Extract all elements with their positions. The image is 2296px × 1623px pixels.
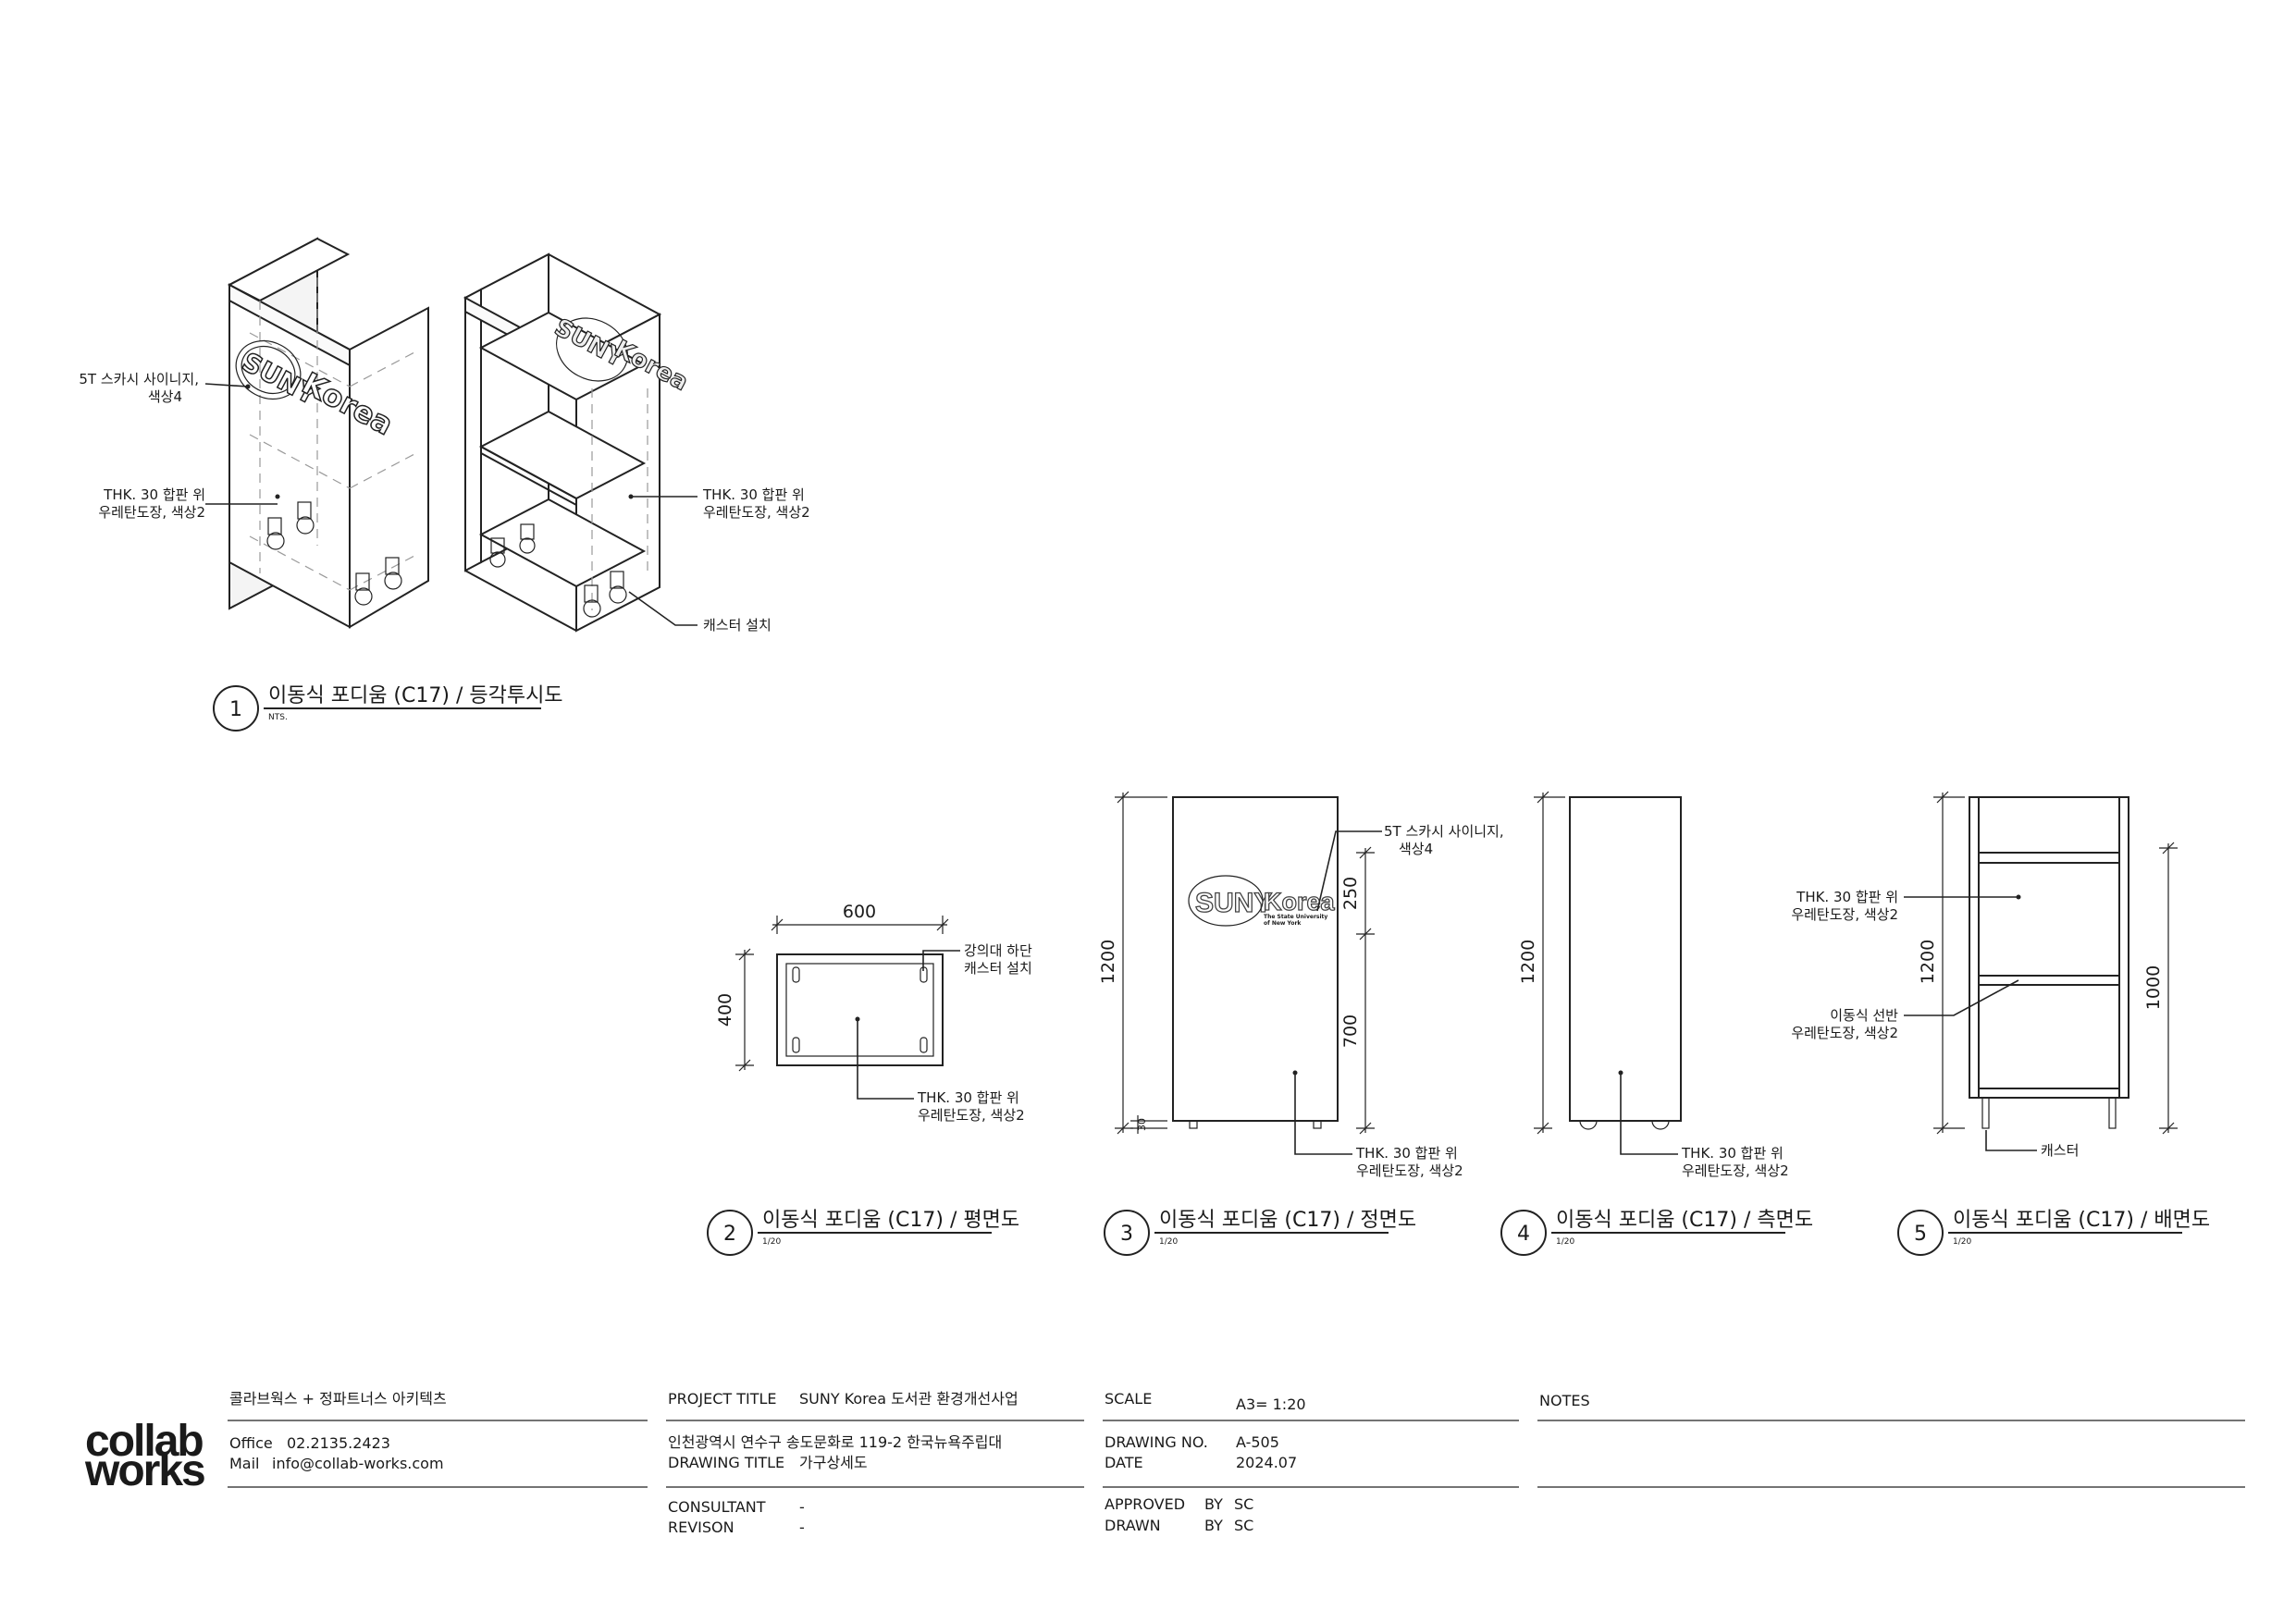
plan-view: 600 400 강의대 하단 캐스터 설치 THK. 30 합판 위 우레탄도장… xyxy=(707,902,1032,1256)
side-height-dim: 1200 xyxy=(1518,940,1538,984)
view-title-5: 이동식 포디움 (C17) / 배면도 xyxy=(1953,1209,2210,1232)
iso-plywood-left-note-2: 우레탄도장, 색상2 xyxy=(98,504,205,521)
view-scale-3: 1/20 xyxy=(1159,1237,1178,1247)
view-title-1: 이동식 포디움 (C17) / 등각투시도 xyxy=(268,684,563,707)
rear-shelf-note-1: 이동식 선반 xyxy=(1830,1007,1898,1024)
drawing-title-value: 가구상세도 xyxy=(799,1454,868,1471)
revision-value: - xyxy=(799,1518,805,1536)
front-logo-sub-2: of New York xyxy=(1264,920,1302,927)
iso-view: SUNY Korea xyxy=(79,237,810,732)
project-address: 인천광역시 연수구 송도문화로 119-2 한국뉴욕주립대 xyxy=(668,1433,1002,1451)
view-number-3: 3 xyxy=(1120,1223,1133,1246)
mail-label: Mail xyxy=(229,1455,260,1472)
project-title-label: PROJECT TITLE xyxy=(668,1390,777,1408)
rear-plywood-note-1: THK. 30 합판 위 xyxy=(1796,889,1898,905)
rear-shelf-note-2: 우레탄도장, 색상2 xyxy=(1791,1025,1898,1041)
view-number-2: 2 xyxy=(723,1223,736,1246)
plan-width-dim: 600 xyxy=(843,902,876,922)
front-signage-note-1: 5T 스카시 사이니지, xyxy=(1384,823,1504,840)
rear-shelf-dim: 1000 xyxy=(2143,965,2164,1010)
plan-caster-note-1: 강의대 하단 xyxy=(964,942,1032,959)
front-height-dim: 1200 xyxy=(1098,940,1118,984)
rear-plywood-note-2: 우레탄도장, 색상2 xyxy=(1791,906,1898,923)
approved-by: BY xyxy=(1204,1495,1223,1513)
drawn-value: SC xyxy=(1234,1517,1253,1534)
view-title-3: 이동식 포디움 (C17) / 정면도 xyxy=(1159,1209,1416,1232)
firm-name: 콜라브웍스 + 정파트너스 아키텍츠 xyxy=(229,1390,447,1408)
iso-plywood-right-note-1: THK. 30 합판 위 xyxy=(702,486,805,503)
office-label: Office xyxy=(229,1434,273,1452)
view-title-2: 이동식 포디움 (C17) / 평면도 xyxy=(762,1209,1019,1232)
approved-label: APPROVED xyxy=(1105,1495,1185,1513)
view-scale-1: NTS. xyxy=(268,713,288,722)
front-base-dim: 30 xyxy=(1136,1118,1148,1131)
brand-logo-line-1: collab xyxy=(85,1417,203,1466)
view-number-1: 1 xyxy=(229,698,242,721)
scale-label: SCALE xyxy=(1105,1390,1152,1408)
iso-caster-note: 캐스터 설치 xyxy=(703,617,772,633)
view-title-4: 이동식 포디움 (C17) / 측면도 xyxy=(1556,1209,1813,1232)
plan-depth-dim: 400 xyxy=(715,993,735,1027)
consultant-label: CONSULTANT xyxy=(668,1498,766,1516)
side-plywood-note-1: THK. 30 합판 위 xyxy=(1681,1145,1784,1162)
rear-height-dim: 1200 xyxy=(1918,940,1938,984)
front-top-dim: 250 xyxy=(1340,877,1361,910)
plan-plywood-note-2: 우레탄도장, 색상2 xyxy=(918,1107,1025,1124)
iso-podium-front: SUNY Korea xyxy=(463,252,693,633)
project-title-value: SUNY Korea 도서관 환경개선사업 xyxy=(799,1390,1018,1408)
front-plywood-note-2: 우레탄도장, 색상2 xyxy=(1356,1162,1463,1179)
iso-plywood-left-note-1: THK. 30 합판 위 xyxy=(103,486,205,503)
view-scale-5: 1/20 xyxy=(1953,1237,1971,1247)
drawing-no-value: A-505 xyxy=(1236,1433,1279,1451)
iso-signage-note-1: 5T 스카시 사이니지, xyxy=(79,371,199,387)
rear-view: 1200 1000 THK. 30 합판 위 우레탄도장, 색상2 이동식 선반… xyxy=(1791,791,2210,1256)
plan-caster-note-2: 캐스터 설치 xyxy=(964,960,1032,977)
front-signage-note-2: 색상4 xyxy=(1399,841,1433,857)
consultant-value: - xyxy=(799,1498,805,1516)
brand-logo-line-2: works xyxy=(84,1446,204,1495)
side-view: 1200 THK. 30 합판 위 우레탄도장, 색상2 4 이동식 포디움 (… xyxy=(1500,791,1813,1256)
drawing-title-label: DRAWING TITLE xyxy=(668,1454,784,1471)
rear-caster-note: 캐스터 xyxy=(2041,1142,2079,1159)
revision-label: REVISON xyxy=(668,1518,734,1536)
view-number-4: 4 xyxy=(1517,1223,1530,1246)
notes-label: NOTES xyxy=(1539,1392,1590,1409)
drawn-label: DRAWN xyxy=(1105,1517,1161,1534)
plan-plywood-note-1: THK. 30 합판 위 xyxy=(917,1089,1019,1106)
front-view: SUNY Korea The State University of New Y… xyxy=(1098,791,1504,1256)
view-number-5: 5 xyxy=(1914,1223,1927,1246)
title-block: collab works 콜라브웍스 + 정파트너스 아키텍츠 Office 0… xyxy=(84,1390,2245,1536)
iso-plywood-right-note-2: 우레탄도장, 색상2 xyxy=(703,504,810,521)
drawn-by: BY xyxy=(1204,1517,1223,1534)
view-scale-4: 1/20 xyxy=(1556,1237,1574,1247)
front-logo-korea: Korea xyxy=(1264,888,1336,916)
scale-value: A3= 1:20 xyxy=(1236,1396,1306,1413)
mail-value: info@collab-works.com xyxy=(272,1455,444,1472)
office-value: 02.2135.2423 xyxy=(287,1434,390,1452)
side-plywood-note-2: 우레탄도장, 색상2 xyxy=(1682,1162,1789,1179)
date-value: 2024.07 xyxy=(1236,1454,1297,1471)
date-label: DATE xyxy=(1105,1454,1143,1471)
iso-podium-back: SUNY Korea xyxy=(227,237,429,629)
approved-value: SC xyxy=(1234,1495,1253,1513)
drawing-no-label: DRAWING NO. xyxy=(1105,1433,1208,1451)
front-mid-dim: 700 xyxy=(1340,1014,1361,1048)
front-logo-sub-1: The State University xyxy=(1264,914,1327,920)
front-logo-suny: SUNY xyxy=(1195,888,1272,918)
front-plywood-note-1: THK. 30 합판 위 xyxy=(1355,1145,1458,1162)
view-scale-2: 1/20 xyxy=(762,1237,781,1247)
iso-signage-note-2: 색상4 xyxy=(148,388,182,405)
